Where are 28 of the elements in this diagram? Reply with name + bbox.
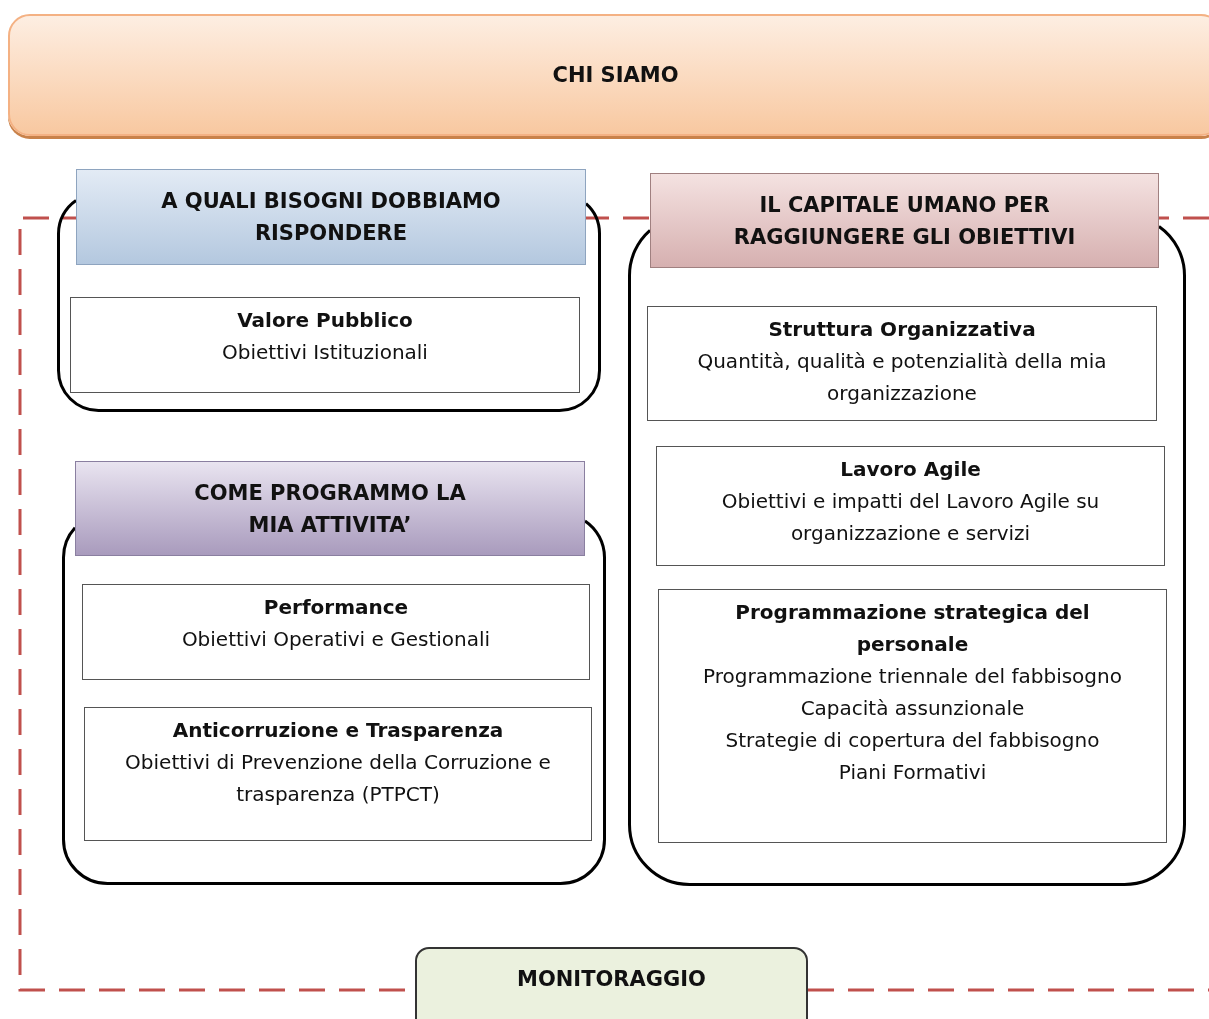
content-card <box>82 584 590 680</box>
content-card <box>658 589 1167 843</box>
card-title: Lavoro Agile <box>840 456 981 483</box>
monitoring-box <box>415 947 808 1019</box>
heading-text: A QUALI BISOGNI DOBBIAMO RISPONDERE <box>160 188 502 247</box>
heading-text: COME PROGRAMMO LA MIA ATTIVITA’ <box>193 479 467 539</box>
card-text: Obiettivi di Prevenzione della Corruzione e trasparenza (PTPCT) <box>124 749 552 808</box>
card-text: Programmazione triennale del fabbisogno <box>703 663 1122 690</box>
card-text: Quantità, qualità e potenzialità della mia organizzazione <box>696 348 1108 407</box>
card-text: Strategie di copertura del fabbisogno <box>725 727 1100 754</box>
heading-text: IL CAPITALE UMANO PER RAGGIUNGERE GLI OBIETTIVI <box>732 191 1077 251</box>
card-text: Obiettivi e impatti del Lavoro Agile su organizzazione e servizi <box>720 488 1101 547</box>
card-text: Piani Formativi <box>838 759 987 786</box>
card-text: Obiettivi Operativi e Gestionali <box>181 626 491 653</box>
content-card <box>70 297 580 393</box>
content-card <box>656 446 1165 566</box>
content-card <box>84 707 592 841</box>
card-title: Anticorruzione e Trasparenza <box>172 717 504 744</box>
heading-text: MONITORAGGIO <box>517 966 706 993</box>
card-title: Programmazione strategica del personale <box>734 599 1091 658</box>
card-title: Valore Pubblico <box>237 307 413 334</box>
content-card <box>647 306 1157 421</box>
heading-text: CHI SIAMO <box>552 62 679 89</box>
card-text: Capacità assunzionale <box>800 695 1025 722</box>
card-text: Obiettivi Istituzionali <box>222 339 428 366</box>
card-title: Performance <box>263 594 409 621</box>
title-banner <box>8 14 1209 136</box>
card-title: Struttura Organizzativa <box>768 316 1036 343</box>
